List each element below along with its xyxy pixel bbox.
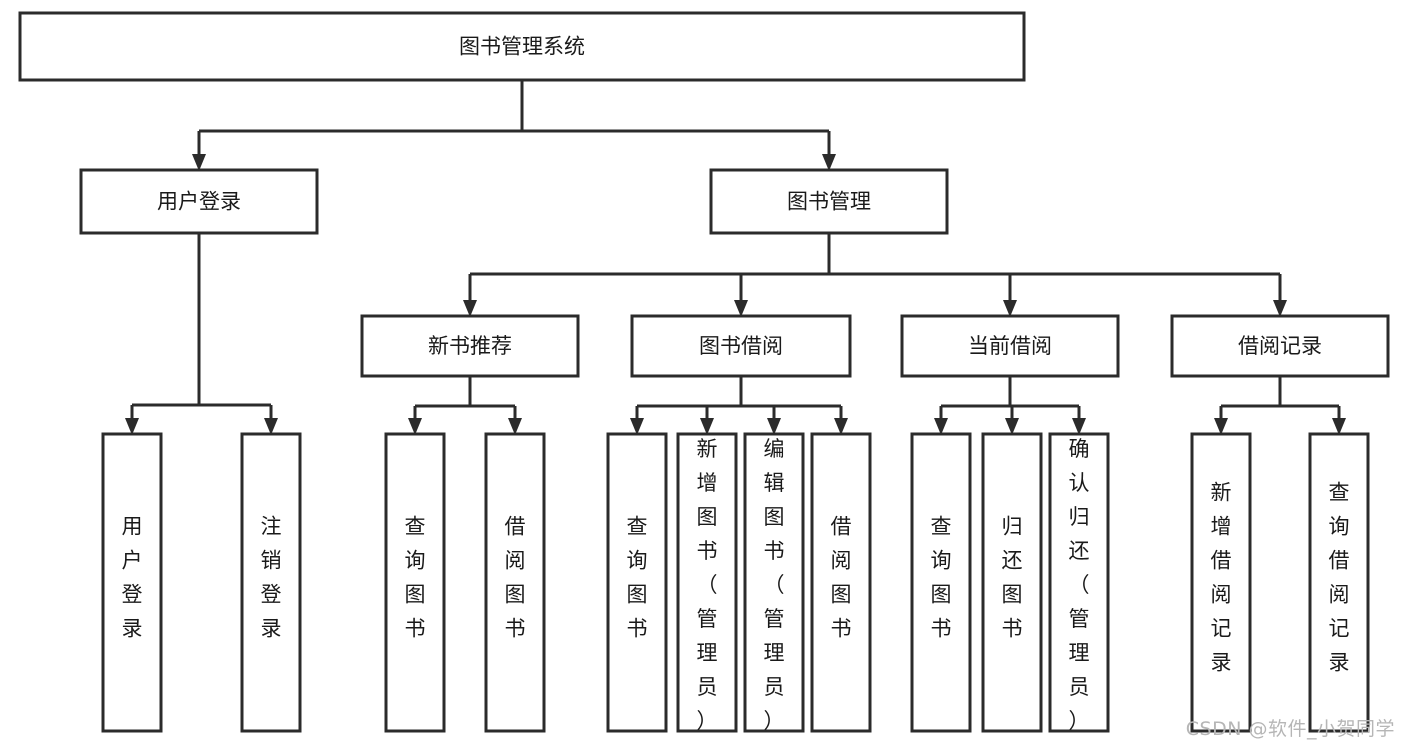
arrow-head-icon	[834, 418, 848, 435]
node-label-query-borrow-record: 查询借阅记录	[1329, 481, 1350, 675]
node-user-login-do[interactable]: 用户登录	[101, 432, 163, 733]
arrow-head-icon	[1072, 418, 1086, 435]
node-label-add-borrow-record: 新增借阅记录	[1211, 481, 1232, 675]
arrow-head-icon	[767, 418, 781, 435]
node-query-borrow-record[interactable]: 查询借阅记录	[1308, 432, 1370, 733]
node-label-return-book: 归还图书	[1002, 515, 1023, 641]
node-label-confirm-return-admin: 确认归还（管理员）	[1069, 437, 1090, 733]
node-add-borrow-record[interactable]: 新增借阅记录	[1190, 432, 1252, 733]
arrow-head-icon	[264, 418, 278, 435]
node-box-user-login-do	[101, 432, 163, 733]
node-root[interactable]: 图书管理系统	[18, 11, 1026, 82]
node-confirm-return-admin[interactable]: 确认归还（管理员）	[1048, 432, 1110, 733]
node-add-book-admin[interactable]: 新增图书（管理员）	[676, 432, 738, 733]
node-user-login[interactable]: 用户登录	[79, 168, 319, 235]
connector-group-book-manage	[463, 233, 1287, 317]
node-box-book-manage	[709, 168, 949, 235]
node-box-add-borrow-record	[1190, 432, 1252, 733]
node-label-borrow-book-1: 借阅图书	[505, 515, 526, 641]
connector-group-current-borrow	[934, 376, 1086, 435]
arrow-head-icon	[934, 418, 948, 435]
node-label-borrow-record: 借阅记录	[1238, 334, 1322, 358]
arrow-head-icon	[1214, 418, 1228, 435]
node-box-root	[18, 11, 1026, 82]
arrow-head-icon	[630, 418, 644, 435]
node-label-borrow-book-2: 借阅图书	[831, 515, 852, 641]
watermark-label: CSDN @软件_小贺同学	[1185, 718, 1395, 740]
node-box-return-book	[981, 432, 1043, 733]
arrow-head-icon	[125, 418, 139, 435]
node-book-borrow[interactable]: 图书借阅	[630, 314, 852, 378]
node-label-new-book-recommend: 新书推荐	[428, 334, 512, 358]
node-box-borrow-record	[1170, 314, 1390, 378]
node-borrow-record[interactable]: 借阅记录	[1170, 314, 1390, 378]
node-label-add-book-admin: 新增图书（管理员）	[697, 437, 718, 733]
arrow-head-icon	[1005, 418, 1019, 435]
node-label-user-logout: 注销登录	[261, 515, 282, 641]
node-label-query-book-3: 查询图书	[931, 515, 952, 641]
connector-group-new-book-recommend	[408, 376, 522, 435]
node-box-query-book-2	[606, 432, 668, 733]
node-query-book-2[interactable]: 查询图书	[606, 432, 668, 733]
arrow-head-icon	[463, 300, 477, 317]
arrow-head-icon	[700, 418, 714, 435]
node-box-query-book-3	[910, 432, 972, 733]
node-book-manage[interactable]: 图书管理	[709, 168, 949, 235]
node-user-logout[interactable]: 注销登录	[240, 432, 302, 733]
node-label-book-borrow: 图书借阅	[699, 334, 783, 358]
node-label-user-login-do: 用户登录	[122, 515, 143, 641]
node-box-new-book-recommend	[360, 314, 580, 378]
node-borrow-book-2[interactable]: 借阅图书	[810, 432, 872, 733]
node-box-borrow-book-2	[810, 432, 872, 733]
node-label-edit-book-admin: 编辑图书（管理员）	[764, 437, 785, 733]
node-borrow-book-1[interactable]: 借阅图书	[484, 432, 546, 733]
node-label-root: 图书管理系统	[459, 35, 585, 59]
connector-group-user-login	[125, 233, 278, 435]
arrow-head-icon	[192, 154, 206, 171]
node-box-borrow-book-1	[484, 432, 546, 733]
connector-group-book-borrow	[630, 376, 848, 435]
node-box-user-logout	[240, 432, 302, 733]
node-label-query-book-1: 查询图书	[405, 515, 426, 641]
node-query-book-1[interactable]: 查询图书	[384, 432, 446, 733]
node-box-current-borrow	[900, 314, 1120, 378]
node-label-book-manage: 图书管理	[787, 190, 871, 214]
node-label-current-borrow: 当前借阅	[968, 334, 1052, 358]
node-return-book[interactable]: 归还图书	[981, 432, 1043, 733]
node-box-confirm-return-admin	[1048, 432, 1110, 733]
node-label-query-book-2: 查询图书	[627, 515, 648, 641]
arrow-head-icon	[408, 418, 422, 435]
arrow-head-icon	[1003, 300, 1017, 317]
node-box-query-book-1	[384, 432, 446, 733]
arrow-head-icon	[734, 300, 748, 317]
node-edit-book-admin[interactable]: 编辑图书（管理员）	[743, 432, 805, 733]
arrow-head-icon	[508, 418, 522, 435]
arrow-head-icon	[822, 154, 836, 171]
arrow-head-icon	[1332, 418, 1346, 435]
node-label-user-login: 用户登录	[157, 190, 241, 214]
node-query-book-3[interactable]: 查询图书	[910, 432, 972, 733]
node-box-edit-book-admin	[743, 432, 805, 733]
node-box-add-book-admin	[676, 432, 738, 733]
node-box-query-borrow-record	[1308, 432, 1370, 733]
connector-group-borrow-record	[1214, 376, 1346, 435]
node-current-borrow[interactable]: 当前借阅	[900, 314, 1120, 378]
connector-group-root	[192, 80, 836, 171]
node-new-book-recommend[interactable]: 新书推荐	[360, 314, 580, 378]
arrow-head-icon	[1273, 300, 1287, 317]
